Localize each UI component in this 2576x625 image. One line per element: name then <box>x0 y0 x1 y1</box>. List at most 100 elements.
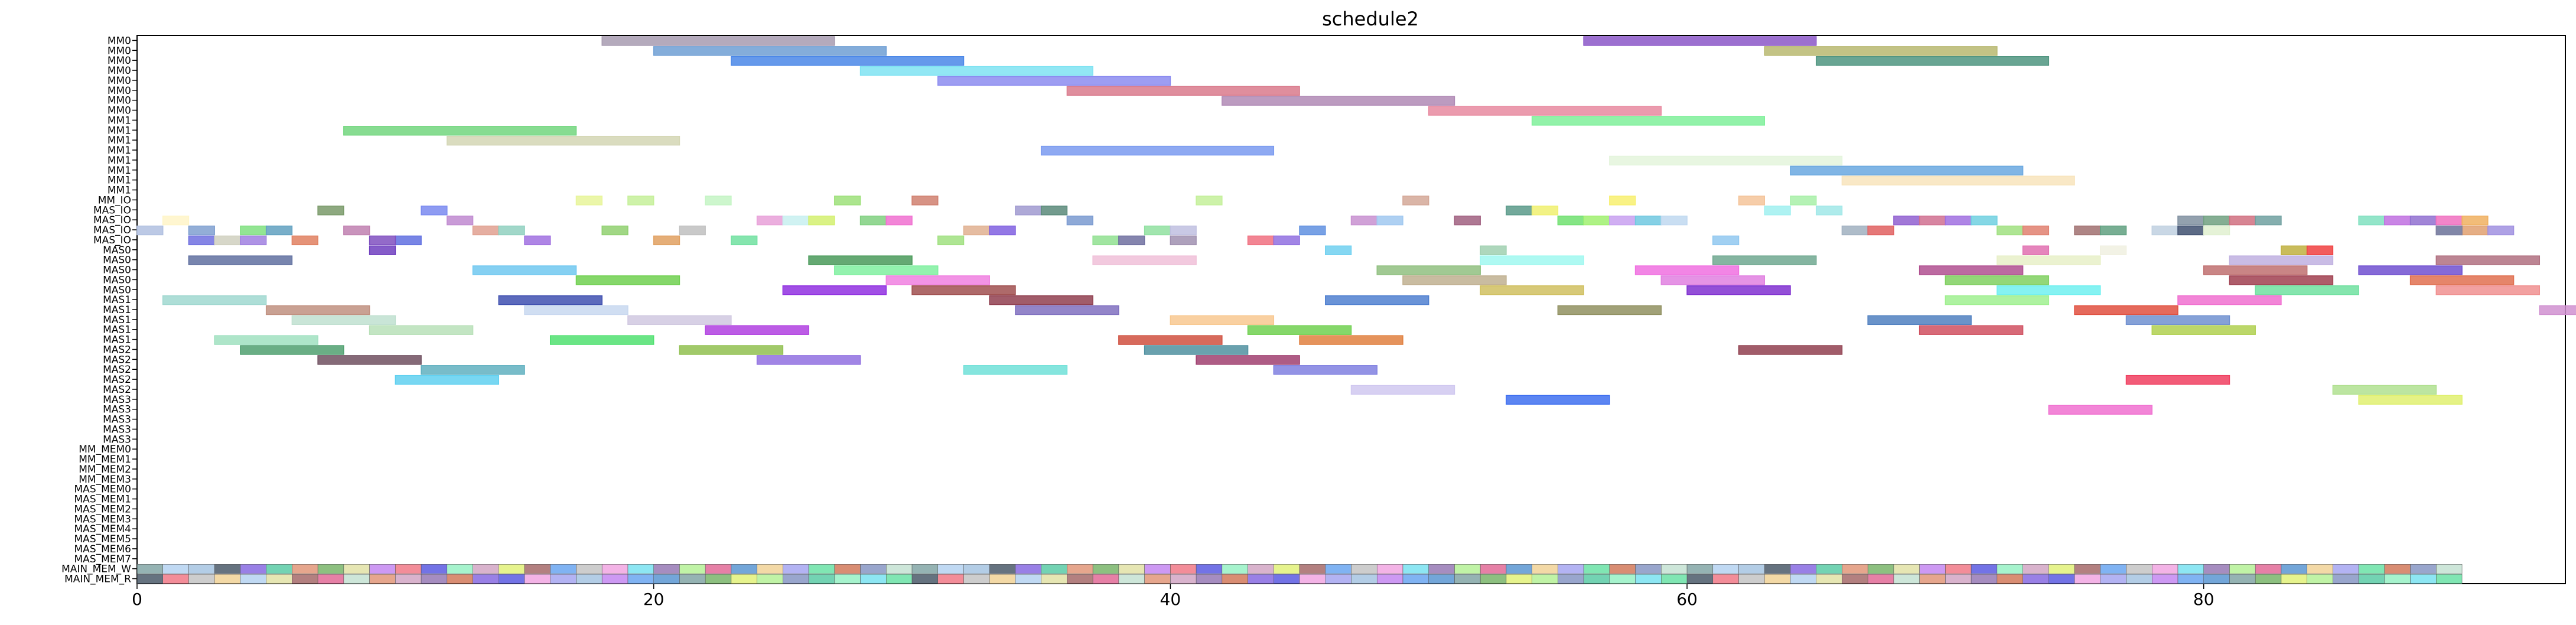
task-bar <box>524 235 551 246</box>
mem-read-block <box>524 574 551 584</box>
mem-write-block <box>1506 564 1532 574</box>
mem-write-block <box>2281 564 2307 574</box>
task-bar <box>1686 285 1791 295</box>
task-bar <box>1712 255 1817 265</box>
task-bar <box>1480 255 1584 265</box>
mem-write-block <box>1428 564 1455 574</box>
mem-write-block <box>653 564 680 574</box>
plot-frame <box>136 35 2566 584</box>
mem-read-block <box>2307 574 2333 584</box>
mem-read-block <box>937 574 964 584</box>
mem-write-block <box>1790 564 1816 574</box>
mem-read-block <box>1067 574 1093 584</box>
task-bar <box>2229 215 2256 226</box>
task-bar <box>1634 265 1740 275</box>
mem-write-block <box>989 564 1016 574</box>
task-bar <box>834 265 939 275</box>
y-tick-label: MAS3 <box>103 414 131 426</box>
task-bar <box>2306 245 2334 255</box>
task-bar <box>1919 215 1946 226</box>
task-bar <box>1118 335 1223 345</box>
mem-read-block <box>2203 574 2230 584</box>
y-tick-label: MM0 <box>108 75 131 87</box>
mem-read-block <box>1402 574 1429 584</box>
y-tick-label: MAS_IO <box>93 214 131 226</box>
mem-read-block <box>705 574 732 584</box>
mem-write-block <box>1997 564 2023 574</box>
task-bar <box>1945 215 1972 226</box>
task-bar <box>2125 315 2230 325</box>
y-tick-label: MM0 <box>108 105 131 117</box>
task-bar <box>756 215 784 226</box>
mem-write-block <box>1661 564 1688 574</box>
task-bar <box>1376 265 1481 275</box>
y-tick-label: MAS2 <box>103 344 131 356</box>
task-bar <box>447 215 474 226</box>
task-bar <box>2435 285 2541 295</box>
task-bar <box>834 196 861 206</box>
mem-write-block <box>679 564 706 574</box>
mem-read-block <box>1015 574 1041 584</box>
mem-write-block <box>2410 564 2437 574</box>
task-bar <box>2151 325 2256 335</box>
mem-read-block <box>240 574 266 584</box>
y-tick-label: MAS_MEM7 <box>74 554 131 565</box>
task-bar <box>1480 245 1507 255</box>
task-bar <box>1867 225 1894 236</box>
task-bar <box>188 235 215 246</box>
task-bar <box>240 225 267 236</box>
mem-read-block <box>1299 574 1326 584</box>
task-bar <box>1660 215 1688 226</box>
mem-read-block <box>1506 574 1532 584</box>
task-bar <box>2435 255 2541 265</box>
task-bar <box>1634 215 1662 226</box>
mem-write-block <box>911 564 939 574</box>
mem-write-block <box>1118 564 1145 574</box>
task-bar <box>2435 215 2463 226</box>
y-tick-label: MAS0 <box>103 274 131 286</box>
mem-write-block <box>1015 564 1041 574</box>
task-bar <box>1738 345 1843 355</box>
mem-write-block <box>1583 564 1610 574</box>
task-bar <box>1040 145 1275 156</box>
mem-write-block <box>317 564 344 574</box>
task-bar <box>911 285 1016 295</box>
task-bar <box>343 126 577 136</box>
task-bar <box>1531 116 1765 126</box>
task-bar <box>1376 215 1403 226</box>
task-bar <box>2435 225 2463 236</box>
task-bar <box>679 345 784 355</box>
y-tick-label: MAS1 <box>103 304 131 316</box>
mem-read-block <box>1686 574 1714 584</box>
task-bar <box>1945 275 2050 285</box>
y-tick-label: MAS3 <box>103 404 131 416</box>
task-bar <box>1609 155 1843 166</box>
mem-read-block <box>679 574 706 584</box>
task-bar <box>911 196 939 206</box>
task-bar <box>2358 265 2463 275</box>
mem-read-block <box>1376 574 1403 584</box>
mem-write-block <box>369 564 396 574</box>
mem-write-block <box>1480 564 1507 574</box>
task-bar <box>291 235 318 246</box>
mem-read-block <box>757 574 783 584</box>
mem-read-block <box>1661 574 1688 584</box>
task-bar <box>1531 206 1559 216</box>
mem-read-block <box>601 574 628 584</box>
task-bar <box>1325 245 1352 255</box>
task-bar <box>317 206 344 216</box>
task-bar <box>1790 196 1817 206</box>
task-bar <box>1196 355 1300 365</box>
mem-read-block <box>2152 574 2178 584</box>
y-tick-label: MAIN_MEM_R <box>64 574 131 585</box>
task-bar <box>1480 285 1584 295</box>
mem-read-block <box>214 574 241 584</box>
mem-write-block <box>240 564 266 574</box>
y-tick-label: MM0 <box>108 55 131 67</box>
y-tick-label: MAS_MEM0 <box>74 484 131 496</box>
mem-read-block <box>860 574 887 584</box>
y-tick-label: MM1 <box>108 185 131 197</box>
mem-read-block <box>2255 574 2282 584</box>
mem-write-block <box>447 564 473 574</box>
mem-write-block <box>2333 564 2359 574</box>
